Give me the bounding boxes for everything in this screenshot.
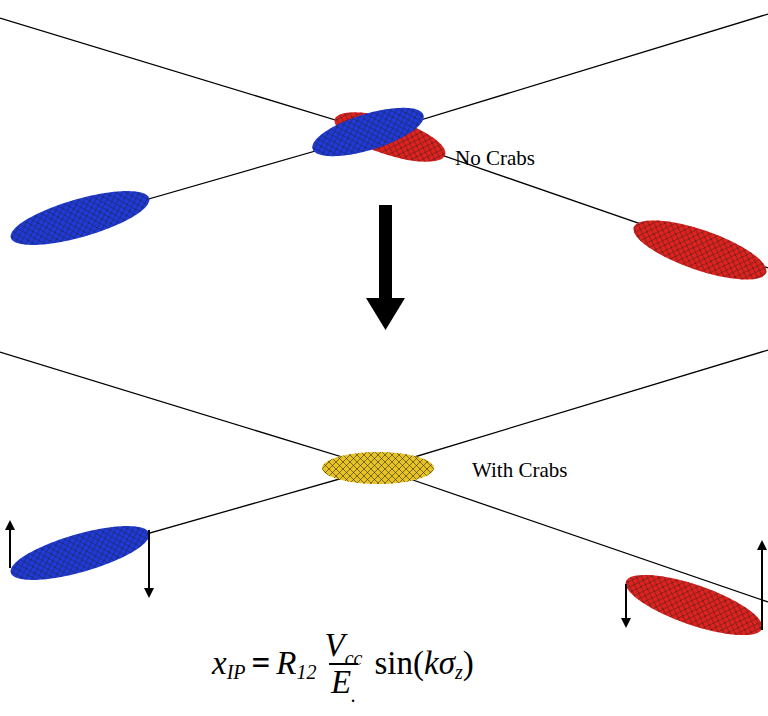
formula-function: sin (374, 645, 413, 682)
formula-paren: ) (463, 645, 474, 682)
formula-subscript: z (455, 661, 463, 684)
fraction-numerator: Vcc (323, 628, 365, 663)
formula-paren: ( (413, 645, 424, 682)
formula-subscript: 12 (297, 661, 317, 684)
formula-symbol: V (325, 628, 345, 663)
formula-symbol: σ (439, 645, 455, 682)
fraction-denominator: E. (329, 663, 358, 700)
crab-offset-formula: xIP=R12VccE.sin(kσz) (212, 628, 474, 699)
formula-symbol: k (424, 645, 439, 682)
formula-symbol: x (212, 645, 227, 682)
formula-symbol: R (276, 645, 296, 682)
formula-symbol: E (331, 665, 351, 700)
state-label: With Crabs (472, 458, 567, 483)
formula-subscript: IP (227, 661, 246, 684)
state-label: No Crabs (455, 146, 535, 171)
formula-operator: = (252, 645, 271, 682)
formula-fraction: VccE. (323, 628, 365, 699)
formula-subscript: . (351, 685, 356, 706)
